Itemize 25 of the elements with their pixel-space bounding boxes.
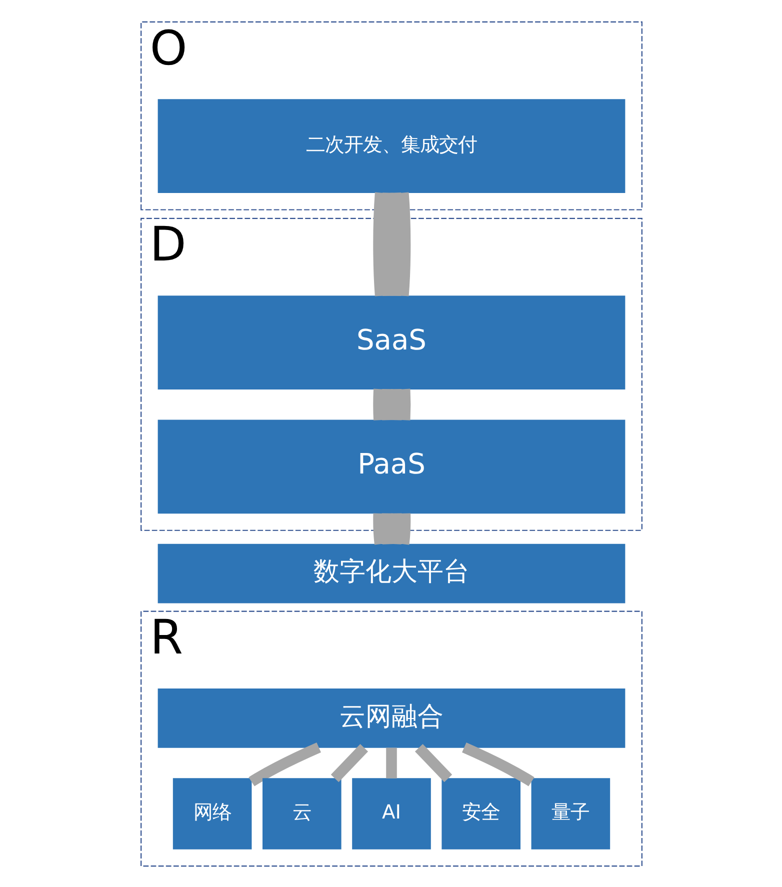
connector [462,742,534,786]
connector [382,388,392,420]
node-box: 量子 [530,778,610,849]
connector [372,192,386,296]
connector [398,512,410,544]
connector [372,388,384,420]
connector [386,747,396,778]
connector [398,388,410,420]
node-box: 二次开发、集成交付 [157,98,625,193]
node-box: PaaS [157,419,625,514]
node-box: AI [352,778,430,849]
connector [382,192,393,296]
connector [382,512,393,544]
node-box: 云网融合 [157,688,625,748]
node-box: 网络 [172,778,252,849]
node-box: 数字化大平台 [157,543,625,603]
connector [390,512,402,544]
connector [248,742,320,786]
connector [372,512,385,544]
node-box: 安全 [441,778,520,849]
connector [414,744,452,782]
node-box: 云 [262,778,341,849]
node-box: SaaS [157,295,625,389]
connector [390,388,402,420]
connector [390,192,402,296]
